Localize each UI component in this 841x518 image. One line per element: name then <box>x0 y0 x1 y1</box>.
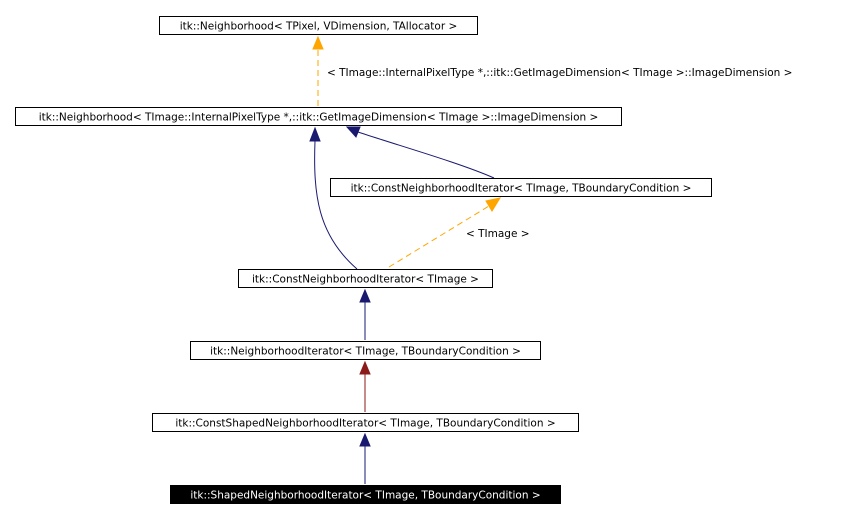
edge-inherit-n3-n2 <box>357 131 495 179</box>
node-label: itk::ConstNeighborhoodIterator< TImage > <box>252 274 479 286</box>
arrowhead-inherit-n6 <box>359 432 371 447</box>
node-shaped-neighborhood-iterator-current[interactable]: itk::ShapedNeighborhoodIterator< TImage,… <box>170 485 561 504</box>
edge-label-n4-n3: < TImage > <box>466 228 530 240</box>
node-const-neighborhood-iterator-timage[interactable]: itk::ConstNeighborhoodIterator< TImage > <box>238 269 493 288</box>
node-label: itk::ConstNeighborhoodIterator< TImage, … <box>351 183 692 195</box>
node-label: itk::Neighborhood< TImage::InternalPixel… <box>39 112 599 124</box>
node-label: itk::ShapedNeighborhoodIterator< TImage,… <box>190 490 540 502</box>
node-neighborhood-instantiated[interactable]: itk::Neighborhood< TImage::InternalPixel… <box>15 107 622 126</box>
node-box <box>238 269 493 288</box>
node-box <box>159 16 478 35</box>
node-box <box>152 413 579 432</box>
node-box <box>15 107 622 126</box>
arrowhead-protected-n5 <box>359 360 371 375</box>
node-box <box>190 341 541 360</box>
node-const-shaped-neighborhood-iterator[interactable]: itk::ConstShapedNeighborhoodIterator< TI… <box>152 413 579 432</box>
node-box <box>330 178 712 197</box>
edges: < TImage::InternalPixelType *,::itk::Get… <box>309 35 792 484</box>
arrowhead-inherit-n4 <box>359 288 371 303</box>
arrowhead-template-n1 <box>312 35 324 50</box>
nodes: itk::Neighborhood< TPixel, VDimension, T… <box>15 16 712 504</box>
node-neighborhood-generic[interactable]: itk::Neighborhood< TPixel, VDimension, T… <box>159 16 478 35</box>
arrowhead-inherit-n2-from-n4 <box>309 126 321 142</box>
node-label: itk::Neighborhood< TPixel, VDimension, T… <box>180 21 458 33</box>
node-label: itk::ConstShapedNeighborhoodIterator< TI… <box>175 418 555 430</box>
node-label: itk::NeighborhoodIterator< TImage, TBoun… <box>210 346 521 358</box>
edge-label-n2-n1: < TImage::InternalPixelType *,::itk::Get… <box>327 67 792 79</box>
arrowhead-template-n3 <box>485 197 502 212</box>
node-box <box>170 485 561 504</box>
edge-inherit-n4-n2 <box>314 140 358 270</box>
arrowhead-inherit-n2-from-n3 <box>345 126 361 138</box>
node-neighborhood-iterator[interactable]: itk::NeighborhoodIterator< TImage, TBoun… <box>190 341 541 360</box>
node-const-neighborhood-iterator-generic[interactable]: itk::ConstNeighborhoodIterator< TImage, … <box>330 178 712 197</box>
